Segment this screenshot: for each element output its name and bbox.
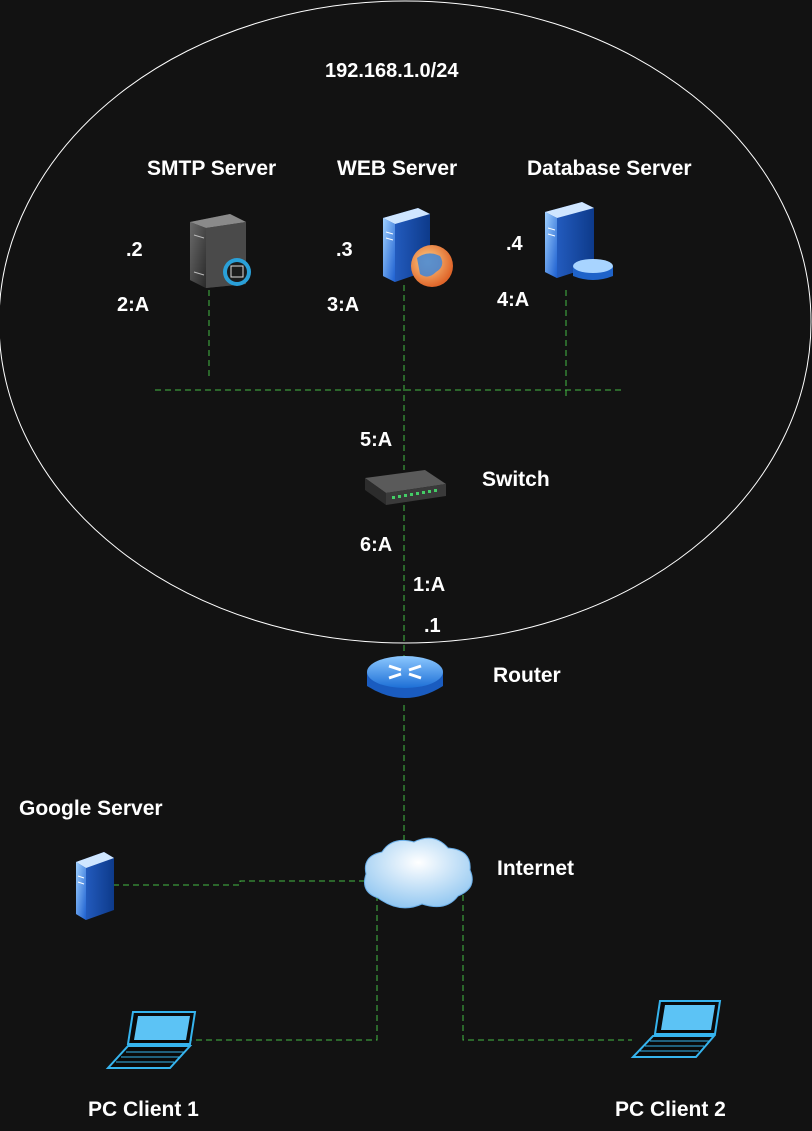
laptop-icon-pc1 — [105, 1011, 197, 1069]
server-icon — [76, 852, 114, 920]
subnet-boundary — [0, 0, 812, 644]
pc-client-1-label: PC Client 1 — [88, 1098, 199, 1121]
web-server-label: WEB Server — [337, 157, 458, 180]
database-server-label: Database Server — [527, 157, 692, 180]
web-ip-label: .3 — [336, 239, 353, 261]
internet-label: Internet — [497, 857, 575, 880]
switch-port-bottom-label: 6:A — [360, 534, 393, 556]
subnet-label: 192.168.1.0/24 — [325, 60, 459, 82]
cloud-icon — [364, 837, 473, 909]
smtp-ip-label: .2 — [126, 239, 143, 261]
router-ip-label: .1 — [424, 615, 441, 637]
switch-label: Switch — [482, 468, 550, 491]
db-ip-label: .4 — [506, 233, 523, 255]
db-port-label: 4:A — [497, 289, 530, 311]
links — [113, 285, 632, 1041]
link-internet-pc2 — [462, 895, 632, 1041]
smtp-port-label: 2:A — [117, 294, 150, 316]
router-icon — [367, 656, 443, 698]
database-server-icon — [545, 202, 613, 280]
link-internet-pc1 — [190, 895, 378, 1041]
google-server-label: Google Server — [19, 797, 163, 820]
laptop-icon-pc2 — [630, 1000, 722, 1058]
router-port-label: 1:A — [413, 574, 446, 596]
web-port-label: 3:A — [327, 294, 360, 316]
router-label: Router — [493, 664, 561, 687]
web-server-icon — [383, 208, 453, 287]
smtp-server-icon — [190, 214, 251, 288]
pc-client-2-label: PC Client 2 — [615, 1098, 726, 1121]
switch-icon — [365, 470, 446, 505]
smtp-server-label: SMTP Server — [147, 157, 277, 180]
link-google-internet — [113, 880, 365, 886]
switch-port-top-label: 5:A — [360, 429, 393, 451]
